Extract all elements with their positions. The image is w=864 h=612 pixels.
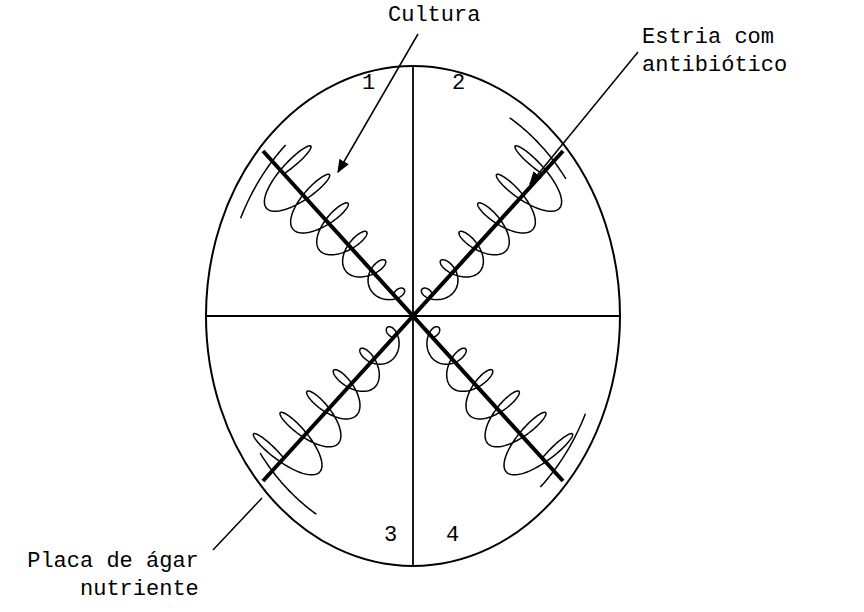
culture-label: Cultura bbox=[388, 3, 480, 28]
culture-streaks bbox=[241, 118, 586, 514]
quadrant-number: 1 bbox=[362, 71, 375, 96]
culture-streak bbox=[540, 414, 585, 487]
culture-streak bbox=[510, 118, 566, 179]
quadrant-number: 1 bbox=[362, 70, 375, 98]
antibiotic-streak bbox=[263, 151, 563, 481]
antibiotic-label: Estria com antibiótico bbox=[642, 24, 787, 80]
culture-streak bbox=[427, 327, 573, 475]
quadrant-number: 3 bbox=[384, 523, 397, 548]
agar-plate bbox=[206, 66, 620, 566]
plate-label: Placa de ágar nutriente bbox=[14, 548, 199, 604]
quadrant-number: 2 bbox=[452, 71, 465, 96]
culture-streak bbox=[253, 327, 399, 475]
quadrant-number: 4 bbox=[446, 523, 459, 548]
plate-label: Placa de ágar nutriente bbox=[27, 549, 199, 602]
culture-streak bbox=[260, 453, 316, 514]
antibiotic-label: Estria com antibiótico bbox=[642, 25, 787, 78]
culture-streak bbox=[264, 146, 404, 300]
culture-streak bbox=[241, 145, 286, 218]
quadrant-number: 4 bbox=[446, 522, 459, 550]
leader-arrow bbox=[338, 34, 418, 172]
leader-arrow bbox=[530, 52, 638, 184]
leader-line bbox=[213, 498, 262, 550]
antibiotic-streak bbox=[263, 151, 563, 481]
culture-label: Cultura bbox=[388, 2, 480, 30]
quadrant-number: 2 bbox=[452, 70, 465, 98]
quadrant-number: 3 bbox=[384, 522, 397, 550]
culture-streak bbox=[421, 146, 561, 300]
